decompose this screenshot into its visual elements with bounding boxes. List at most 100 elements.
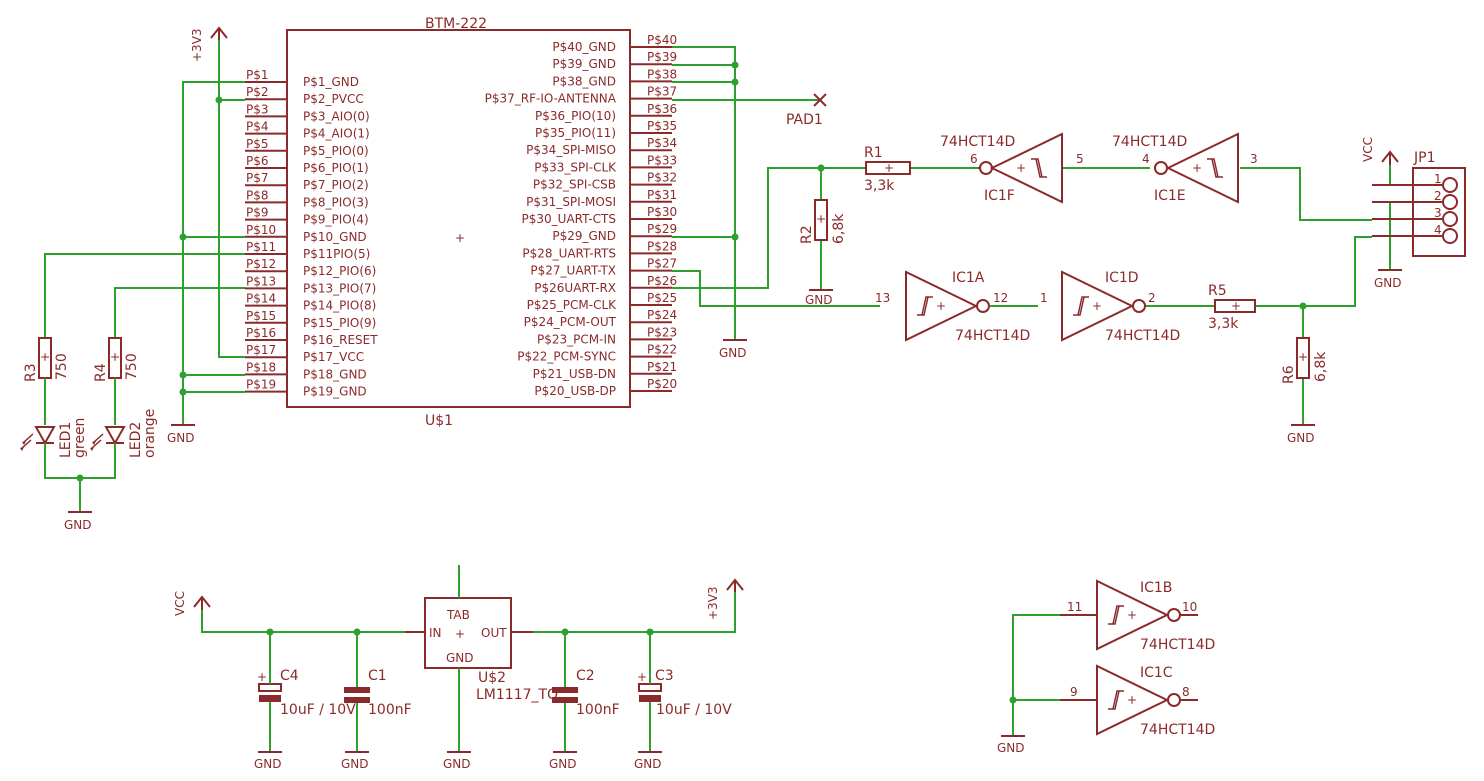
pin-net-label: P$24 xyxy=(647,308,677,322)
u1-center-mark: + xyxy=(455,231,465,245)
pin-net-label: P$8 xyxy=(246,188,269,202)
capacitor-c2: C2 100nF xyxy=(552,668,620,752)
pin-name: P$14_PIO(8) xyxy=(303,299,376,313)
ic1b-ref: IC1B xyxy=(1140,580,1172,596)
pin-net-label: P$14 xyxy=(246,292,276,306)
gnd-symbol: GND xyxy=(254,751,282,771)
gnd-label: GND xyxy=(167,431,195,445)
ic1f-part: 74HCT14D xyxy=(940,134,1015,150)
svg-text:+: + xyxy=(108,352,122,362)
pin-net-label: P$12 xyxy=(246,257,276,271)
gate-ic1c: + IC1C 74HCT14D 9 8 xyxy=(1060,664,1215,738)
svg-text:+: + xyxy=(38,352,52,362)
r2-ref: R2 xyxy=(799,225,815,244)
resistor-r6: + R6 6,8k xyxy=(1281,337,1329,384)
vcc-label: VCC xyxy=(173,591,187,616)
pin-net-label: P$16 xyxy=(246,326,276,340)
gnd-label: GND xyxy=(341,757,369,771)
u1-pin-right: P$38P$38_GND xyxy=(552,67,677,88)
gate-ic1e: + 74HCT14D IC1E 4 3 xyxy=(1112,132,1258,204)
c3-ref: C3 xyxy=(655,668,674,684)
r2-value: 6,8k xyxy=(831,213,847,244)
ic1e-part: 74HCT14D xyxy=(1112,134,1187,150)
junctions xyxy=(76,61,1307,704)
pin-net-label: P$20 xyxy=(647,377,677,391)
pin-net-label: P$10 xyxy=(246,223,276,237)
u1-pin-right: P$25P$25_PCM-CLK xyxy=(527,291,678,312)
pin-name: P$8_PIO(3) xyxy=(303,195,369,209)
ic1f-in-pin: 5 xyxy=(1076,152,1084,166)
pin-net-label: P$37 xyxy=(647,85,677,99)
wire-vcc-in xyxy=(201,610,405,633)
gnd-label: GND xyxy=(634,757,662,771)
pin-name: P$18_GND xyxy=(303,367,367,381)
r1-ref: R1 xyxy=(864,145,883,161)
gnd-symbol: GND xyxy=(64,511,92,532)
wire-gnd-right xyxy=(672,46,736,340)
u1-pin-right: P$39P$39_GND xyxy=(552,50,677,71)
wire-out-3v3 xyxy=(533,592,736,633)
pad1-label: PAD1 xyxy=(786,112,823,128)
ic1b-in-pin: 11 xyxy=(1067,600,1082,614)
pin-net-label: P$9 xyxy=(246,206,269,220)
pin-name: P$6_PIO(1) xyxy=(303,161,369,175)
ic1d-out-pin: 2 xyxy=(1148,291,1156,305)
u1-pin-right: P$26P$26UART-RX xyxy=(534,274,677,295)
gnd-label: GND xyxy=(1287,431,1315,445)
u1-pin-right: P$30P$30_UART-CTS xyxy=(522,205,678,226)
pin-net-label: P$38 xyxy=(647,67,677,81)
led1-color: green xyxy=(72,418,88,458)
pin-name: P$7_PIO(2) xyxy=(303,178,369,192)
junction-dot xyxy=(561,628,569,636)
pin-net-label: P$26 xyxy=(647,274,677,288)
pin-name: P$5_PIO(0) xyxy=(303,144,369,158)
svg-text:+: + xyxy=(884,161,894,175)
pin-net-label: P$32 xyxy=(647,171,677,185)
junction-dot xyxy=(731,61,739,69)
r5-value: 3,3k xyxy=(1208,316,1239,332)
resistor-r4: + R4 750 xyxy=(93,337,140,425)
svg-text:+: + xyxy=(1127,608,1137,622)
svg-text:+: + xyxy=(637,670,647,684)
pin-net-label: P$5 xyxy=(246,137,269,151)
pin-name: P$33_SPI-CLK xyxy=(534,160,617,174)
u2-ref: U$2 xyxy=(478,670,506,686)
pin-net-label: P$2 xyxy=(246,85,269,99)
pin-name: P$34_SPI-MISO xyxy=(526,143,616,157)
pin-name: P$25_PCM-CLK xyxy=(527,298,618,312)
gnd-label: GND xyxy=(64,518,92,532)
wire-tx-ic1a xyxy=(672,270,880,307)
svg-text:+: + xyxy=(1296,352,1310,362)
pin-name: P$9_PIO(4) xyxy=(303,213,369,227)
pin-net-label: P$17 xyxy=(246,343,276,357)
junction-dot xyxy=(1009,696,1017,704)
pin-name: P$27_UART-TX xyxy=(530,264,616,278)
wires xyxy=(44,40,1391,736)
svg-text:+: + xyxy=(257,670,267,684)
pin-name: P$2_PVCC xyxy=(303,92,364,106)
u1-pin-right: P$29P$29_GND xyxy=(552,222,677,243)
u2-gnd-pin: GND xyxy=(446,651,474,665)
jp1-pin: 1 xyxy=(1372,172,1458,193)
u1-title: BTM-222 xyxy=(425,16,487,32)
ic1d-part: 74HCT14D xyxy=(1105,328,1180,344)
pin-net-label: P$27 xyxy=(647,257,677,271)
ic1e-out-pin: 4 xyxy=(1142,152,1150,166)
vcc-label: VCC xyxy=(1361,137,1375,162)
junction-dot xyxy=(1299,302,1307,310)
gnd-symbol: GND xyxy=(1287,424,1315,445)
svg-text:+: + xyxy=(1127,693,1137,707)
pin-net-label: P$7 xyxy=(246,171,269,185)
ic1e-ref: IC1E xyxy=(1154,188,1186,204)
pin-name: P$23_PCM-IN xyxy=(537,332,616,346)
pin-net-label: P$1 xyxy=(246,68,269,82)
u1-pin-right: P$23P$23_PCM-IN xyxy=(537,325,677,346)
wire-r5-jp4 xyxy=(1255,236,1372,307)
junction-dot xyxy=(215,96,223,104)
